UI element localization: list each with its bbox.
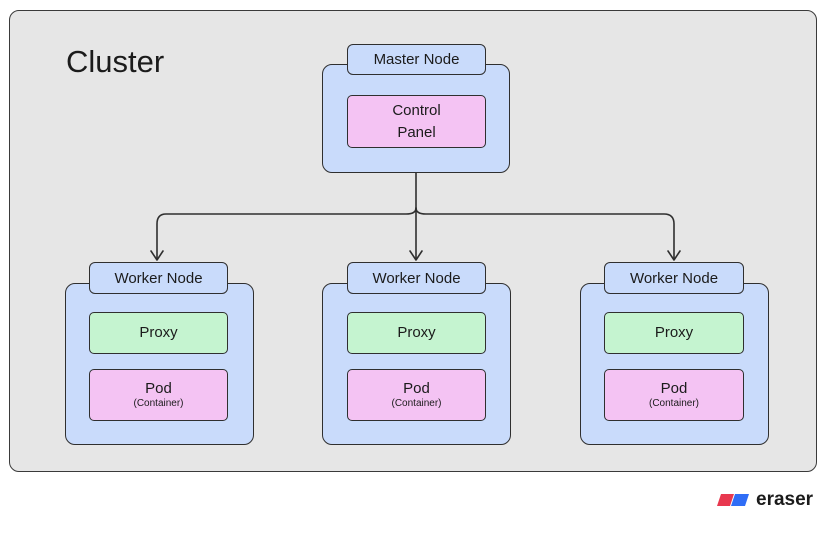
worker-node-3-label: Worker Node [604, 262, 744, 294]
worker-node-2-label: Worker Node [347, 262, 486, 294]
worker-node-1-label: Worker Node [89, 262, 228, 294]
cluster-title: Cluster [66, 44, 165, 79]
control-panel: Control Panel [347, 95, 486, 148]
connector-to-worker-1 [156, 207, 417, 260]
worker-node-2-pod-sub: (Container) [391, 398, 442, 409]
worker-node-3-proxy: Proxy [604, 312, 744, 354]
eraser-brand: eraser [716, 488, 813, 512]
worker-node-1-proxy: Proxy [89, 312, 228, 354]
eraser-brand-text: eraser [756, 489, 814, 510]
worker-node-1-pod-sub: (Container) [133, 398, 184, 409]
arrowhead-worker-2 [409, 250, 423, 261]
arrowhead-worker-3 [667, 250, 681, 261]
worker-node-2-pod: Pod (Container) [347, 369, 486, 421]
worker-node-2-pod-label: Pod [403, 380, 430, 397]
connector-to-worker-3 [415, 207, 675, 260]
worker-node-2-proxy: Proxy [347, 312, 486, 354]
worker-node-1-pod: Pod (Container) [89, 369, 228, 421]
arrowhead-worker-1 [150, 250, 164, 261]
worker-node-1-pod-label: Pod [145, 380, 172, 397]
control-panel-line2: Panel [397, 123, 436, 141]
worker-node-3-pod-sub: (Container) [648, 398, 700, 409]
worker-node-3-pod-label: Pod [660, 380, 688, 397]
eraser-logo-icon [717, 494, 749, 506]
master-node-label: Master Node [347, 44, 486, 75]
control-panel-line1: Control [392, 101, 441, 119]
worker-node-3-pod: Pod (Container) [604, 369, 744, 421]
